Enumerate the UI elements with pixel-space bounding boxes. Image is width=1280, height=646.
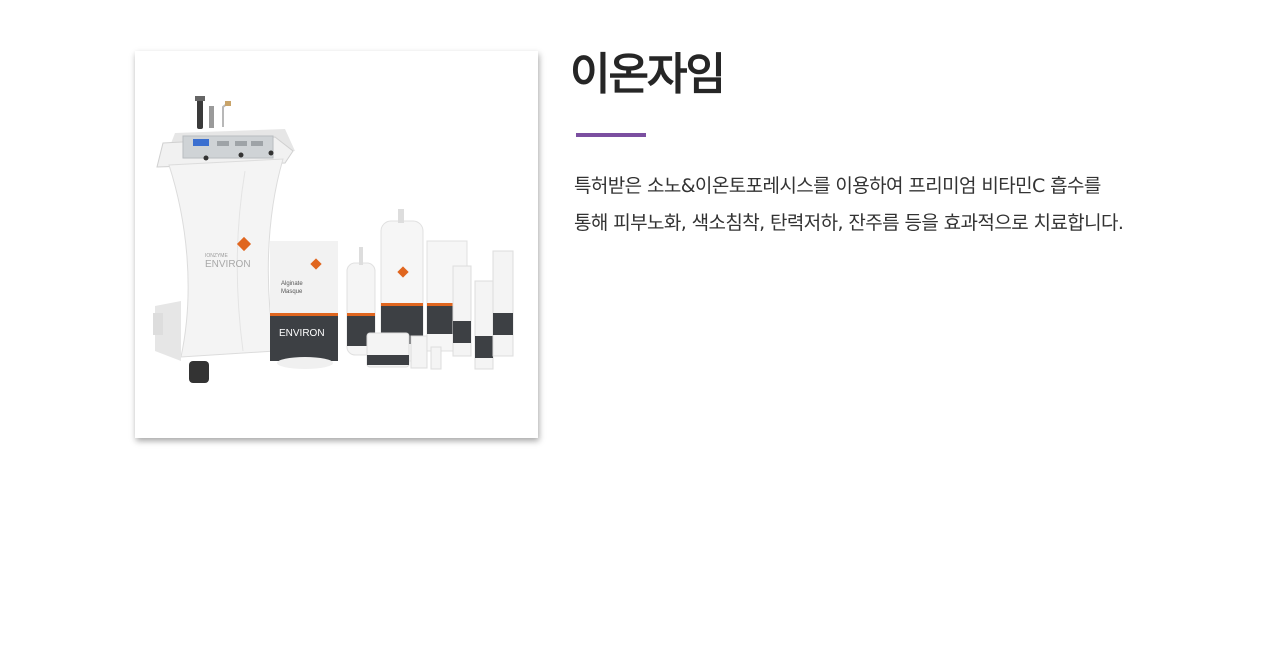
- title-accent-divider: [576, 133, 646, 137]
- product-description: 특허받은 소노&이온토포레시스를 이용하여 프리미엄 비타민C 흡수를 통해 피…: [574, 168, 1254, 242]
- svg-text:ENVIRON: ENVIRON: [279, 328, 325, 339]
- product-title: 이온자임: [570, 49, 726, 100]
- svg-text:Masque: Masque: [281, 289, 303, 295]
- svg-text:IONZYME: IONZYME: [205, 253, 228, 259]
- product-image: IONZYME ENVIRON Alginate Masque ENVIRON: [135, 51, 538, 438]
- svg-text:Alginate: Alginate: [281, 281, 303, 287]
- svg-text:ENVIRON: ENVIRON: [205, 259, 251, 270]
- description-line: 통해 피부노화, 색소침착, 탄력저하, 잔주름 등을 효과적으로 치료합니다.: [574, 212, 1124, 234]
- ionzyme-device-illustration: IONZYME ENVIRON Alginate Masque ENVIRON: [153, 96, 514, 383]
- description-line: 특허받은 소노&이온토포레시스를 이용하여 프리미엄 비타민C 흡수를: [574, 175, 1101, 197]
